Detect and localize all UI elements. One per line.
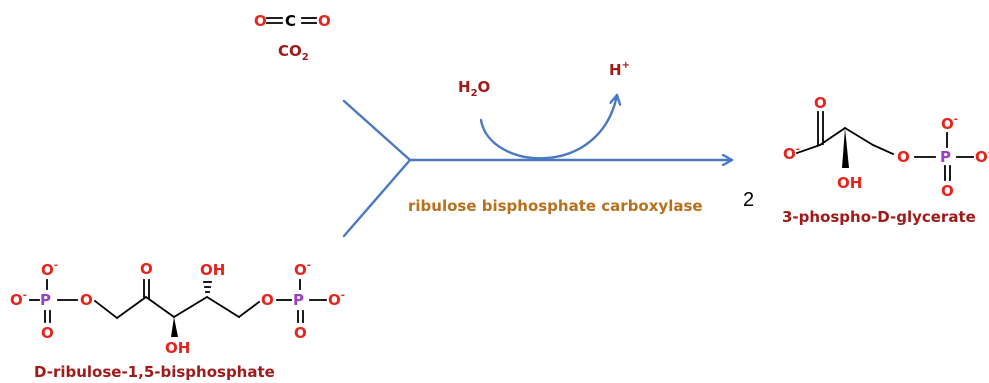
rubp-lp-o-bottom: O bbox=[41, 324, 54, 342]
rubp-name: D-ribulose-1,5-bisphosphate bbox=[34, 363, 275, 381]
product-oh: OH bbox=[837, 174, 862, 192]
rubp-oh-top: OH bbox=[200, 261, 225, 279]
water-label: H2O bbox=[458, 78, 490, 99]
rubp-rp-o-bottom: O bbox=[294, 324, 307, 342]
product-bridge-o: O bbox=[897, 148, 910, 166]
rubp-input-line bbox=[342, 158, 412, 238]
water-proton-curve bbox=[479, 93, 617, 160]
product-o-top: O- bbox=[941, 114, 958, 133]
co2-o-left: O bbox=[254, 12, 267, 30]
rubp-structure bbox=[29, 279, 327, 337]
co2-formula: CO2 bbox=[278, 42, 309, 63]
product-structure bbox=[795, 111, 974, 181]
rubp-keto-o: O bbox=[140, 260, 153, 278]
product-p: P bbox=[940, 148, 951, 166]
product-o-right: O- bbox=[975, 147, 989, 166]
stoichiometric-coefficient: 2 bbox=[743, 189, 754, 211]
rubp-oh-bottom: OH bbox=[165, 339, 190, 357]
co2-input-line bbox=[342, 99, 412, 162]
rubp-lp-o-left: O- bbox=[10, 290, 27, 309]
rubp-rp-p: P bbox=[293, 291, 304, 309]
reaction-arrows bbox=[342, 93, 734, 238]
product-name: 3-phospho-D-glycerate bbox=[782, 208, 976, 226]
co2-structure: O C O bbox=[254, 12, 331, 30]
product-carboxyl-o: O- bbox=[783, 144, 800, 163]
enzyme-label: ribulose bisphosphate carboxylase bbox=[408, 197, 703, 215]
rubp-rp-o-bridge: O bbox=[261, 291, 274, 309]
product-carbonyl-o: O bbox=[814, 94, 827, 112]
rubp-rp-o-right: O- bbox=[328, 290, 345, 309]
rubp-lp-o-top: O- bbox=[41, 260, 58, 279]
rubp-lp-p: P bbox=[40, 291, 51, 309]
rubp-rp-o-top: O- bbox=[294, 260, 311, 279]
product-o-bottom: O bbox=[941, 182, 954, 200]
co2-c: C bbox=[285, 12, 296, 30]
rubp-lp-o-bridge: O bbox=[80, 291, 93, 309]
co2-o-right: O bbox=[318, 12, 331, 30]
proton-label: H+ bbox=[609, 60, 630, 79]
